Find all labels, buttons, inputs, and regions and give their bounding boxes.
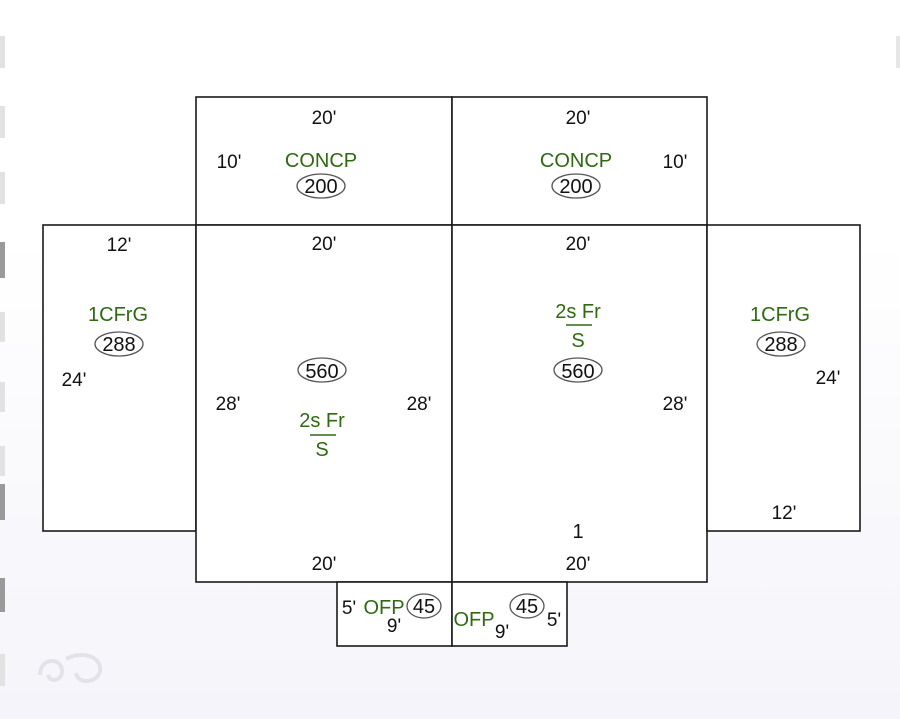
dimension-label: 20': [312, 108, 337, 129]
room-outline: [451, 224, 708, 583]
section-code-top: 2s Fr: [299, 410, 345, 432]
area-value: 288: [102, 334, 135, 356]
edge-mark: [896, 36, 900, 68]
room-outline: [451, 96, 708, 226]
area-oval: [297, 357, 347, 383]
dimension-label: 10': [217, 152, 242, 173]
area-oval: [509, 593, 545, 619]
area-oval: [553, 357, 603, 383]
dimension-label: 20': [566, 108, 591, 129]
section-porch-right: OFP 9' 45 5': [451, 581, 568, 647]
section-code-bottom: S: [571, 330, 584, 352]
edge-mark: [0, 36, 5, 68]
room-outline: [336, 581, 453, 647]
room-outline: [42, 224, 197, 532]
section-garage-right: 1CFrG 288 24' 12': [706, 224, 861, 532]
area-value: 45: [516, 596, 538, 618]
room-outline: [706, 224, 861, 532]
section-porch-left: 5' OFP 9' 45: [336, 581, 453, 647]
edge-mark: [0, 446, 5, 476]
edge-mark: [0, 654, 5, 686]
dimension-label: 12': [107, 235, 132, 256]
dimension-label: 24': [62, 370, 87, 391]
section-code: OFP: [453, 609, 494, 631]
section-garage-left: 12' 24' 1CFrG 288: [42, 224, 197, 532]
dimension-label: 28': [663, 394, 688, 415]
dimension-label: 9': [387, 616, 401, 637]
section-code: 1CFrG: [750, 304, 810, 326]
area-value: 45: [413, 596, 435, 618]
edge-mark: [0, 312, 5, 342]
area-value: 200: [559, 176, 592, 198]
area-value: 200: [304, 176, 337, 198]
area-value: 560: [561, 361, 594, 383]
section-concp-right: 20' 10' CONCP 200: [451, 96, 708, 226]
edge-mark: [0, 106, 5, 138]
area-oval: [551, 173, 601, 199]
section-code: CONCP: [540, 150, 612, 172]
dimension-label: 5': [547, 610, 561, 631]
area-value: 560: [305, 361, 338, 383]
section-number: 1: [572, 521, 583, 543]
section-code-top: 2s Fr: [555, 301, 601, 323]
dimension-label: 24': [816, 368, 841, 389]
dimension-label: 20': [312, 554, 337, 575]
dimension-label: 28': [216, 394, 241, 415]
section-code-bottom: S: [315, 439, 328, 461]
dimension-label: 9': [495, 622, 509, 643]
area-value: 288: [764, 334, 797, 356]
dimension-label: 20': [566, 554, 591, 575]
dimension-label: 28': [407, 394, 432, 415]
dimension-label: 5': [342, 598, 356, 619]
edge-mark: [0, 484, 5, 520]
logo-watermark-icon: [38, 653, 103, 683]
edge-mark: [0, 172, 5, 204]
area-oval: [94, 331, 144, 357]
dimension-label: 20': [312, 234, 337, 255]
section-code: 1CFrG: [88, 304, 148, 326]
dimension-label: 12': [772, 503, 797, 524]
room-outline: [195, 224, 453, 583]
area-oval: [296, 173, 346, 199]
section-concp-left: 20' 10' CONCP 200: [195, 96, 453, 226]
room-outline: [451, 581, 568, 647]
dimension-label: 10': [663, 152, 688, 173]
edge-mark: [0, 578, 5, 612]
dimension-label: 20': [566, 234, 591, 255]
edge-mark: [0, 242, 5, 278]
section-main-left: 20' 28' 28' 20' 560 2s Fr S: [195, 224, 453, 583]
section-main-right: 20' 28' 20' 2s Fr S 560 1: [451, 224, 708, 583]
section-code: CONCP: [285, 150, 357, 172]
section-code: OFP: [363, 597, 404, 619]
area-oval: [406, 593, 442, 619]
area-oval: [756, 331, 806, 357]
edge-mark: [0, 382, 5, 412]
